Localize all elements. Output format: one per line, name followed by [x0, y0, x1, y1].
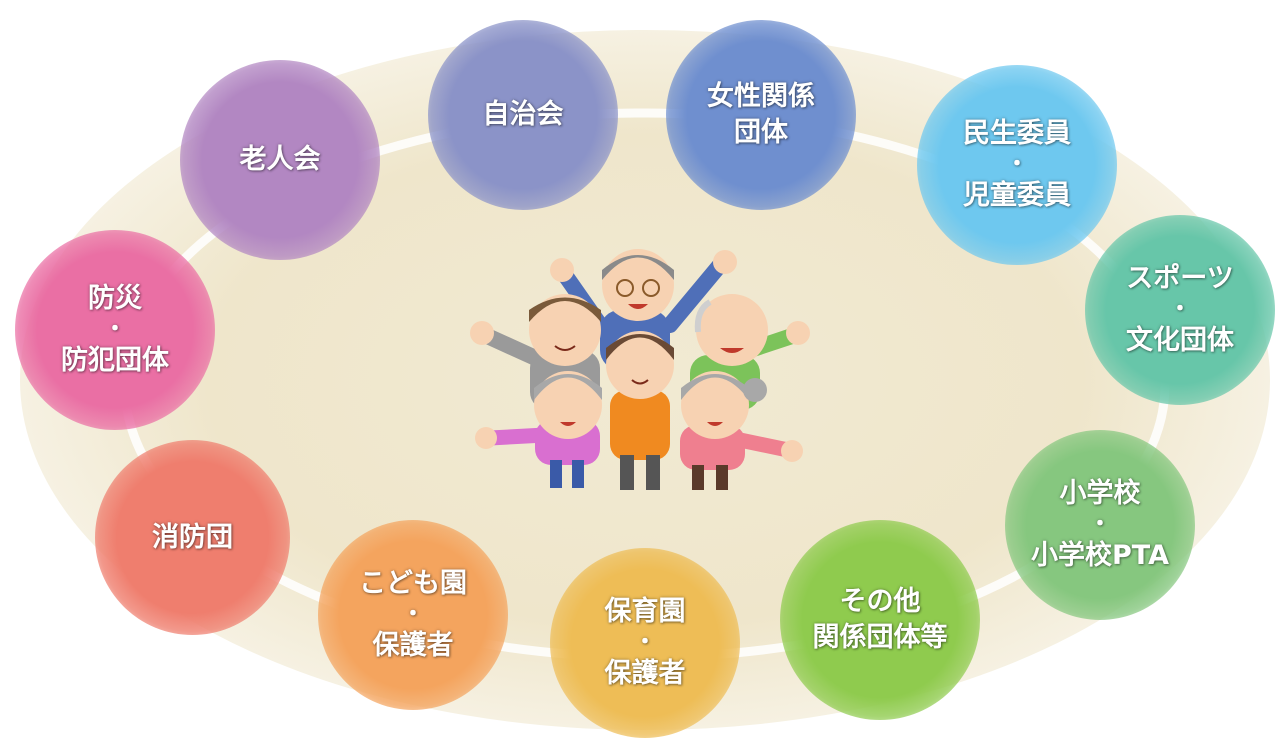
node-josei: 女性関係団体: [666, 20, 856, 210]
node-label-line: こども園: [359, 568, 467, 599]
node-label-sonota: その他関係団体等: [813, 584, 948, 656]
node-label-line: 児童委員: [963, 180, 1071, 211]
node-label-line: 文化団体: [1126, 325, 1234, 356]
node-label-line: 消防団: [152, 521, 233, 553]
node-label-line: 保護者: [604, 658, 686, 689]
node-label-line: ・: [1088, 512, 1111, 537]
node-bosai: 防災・防犯団体: [15, 230, 215, 430]
node-label-line: 小学校: [1059, 478, 1141, 509]
node-kodomoen: こども園・保護者: [318, 520, 508, 710]
node-label-line: その他: [839, 586, 921, 617]
node-label-josei: 女性関係団体: [707, 79, 815, 151]
node-label-line: スポーツ: [1126, 263, 1234, 294]
node-label-hoikuen: 保育園・保護者: [605, 594, 686, 692]
node-label-line: 民生委員: [963, 118, 1071, 149]
node-jichikai: 自治会: [428, 20, 618, 210]
woman-center-figure: [606, 331, 674, 490]
node-sports: スポーツ・文化団体: [1085, 215, 1275, 405]
node-label-shogakko: 小学校・小学校PTA: [1031, 476, 1169, 574]
node-label-line: 自治会: [482, 99, 564, 130]
node-minsei: 民生委員・児童委員: [917, 65, 1117, 265]
node-label-line: ・: [401, 602, 424, 627]
node-label-kodomoen: こども園・保護者: [359, 566, 467, 664]
node-hoikuen: 保育園・保護者: [550, 548, 740, 738]
node-label-line: 老人会: [239, 144, 321, 175]
node-label-line: 保護者: [372, 630, 454, 661]
grandma-right-figure: [680, 371, 803, 490]
node-label-line: ・: [1005, 152, 1028, 177]
node-sonota: その他関係団体等: [780, 520, 980, 720]
node-rojinkai: 老人会: [180, 60, 380, 260]
people-illustration: [470, 249, 810, 490]
node-label-line: ・: [103, 317, 126, 342]
node-shogakko: 小学校・小学校PTA: [1005, 430, 1195, 620]
node-label-line: 防災: [88, 283, 142, 314]
node-label-line: 防犯団体: [61, 345, 169, 376]
node-label-jichikai: 自治会: [483, 97, 564, 133]
node-label-line: ・: [633, 630, 656, 655]
grandma-left-figure: [475, 371, 602, 488]
node-label-line: 女性関係: [707, 81, 815, 112]
node-shobodan: 消防団: [95, 440, 290, 635]
node-label-bosai: 防災・防犯団体: [61, 281, 169, 379]
node-label-sports: スポーツ・文化団体: [1126, 261, 1234, 359]
node-label-line: 団体: [734, 117, 788, 148]
node-label-line: 小学校PTA: [1030, 540, 1169, 571]
node-label-rojinkai: 老人会: [240, 142, 321, 178]
node-label-shobodan: 消防団: [152, 520, 233, 556]
node-label-line: 関係団体等: [812, 622, 948, 653]
node-label-line: 保育園: [604, 596, 686, 627]
node-label-line: ・: [1168, 297, 1191, 322]
node-label-minsei: 民生委員・児童委員: [963, 116, 1071, 214]
